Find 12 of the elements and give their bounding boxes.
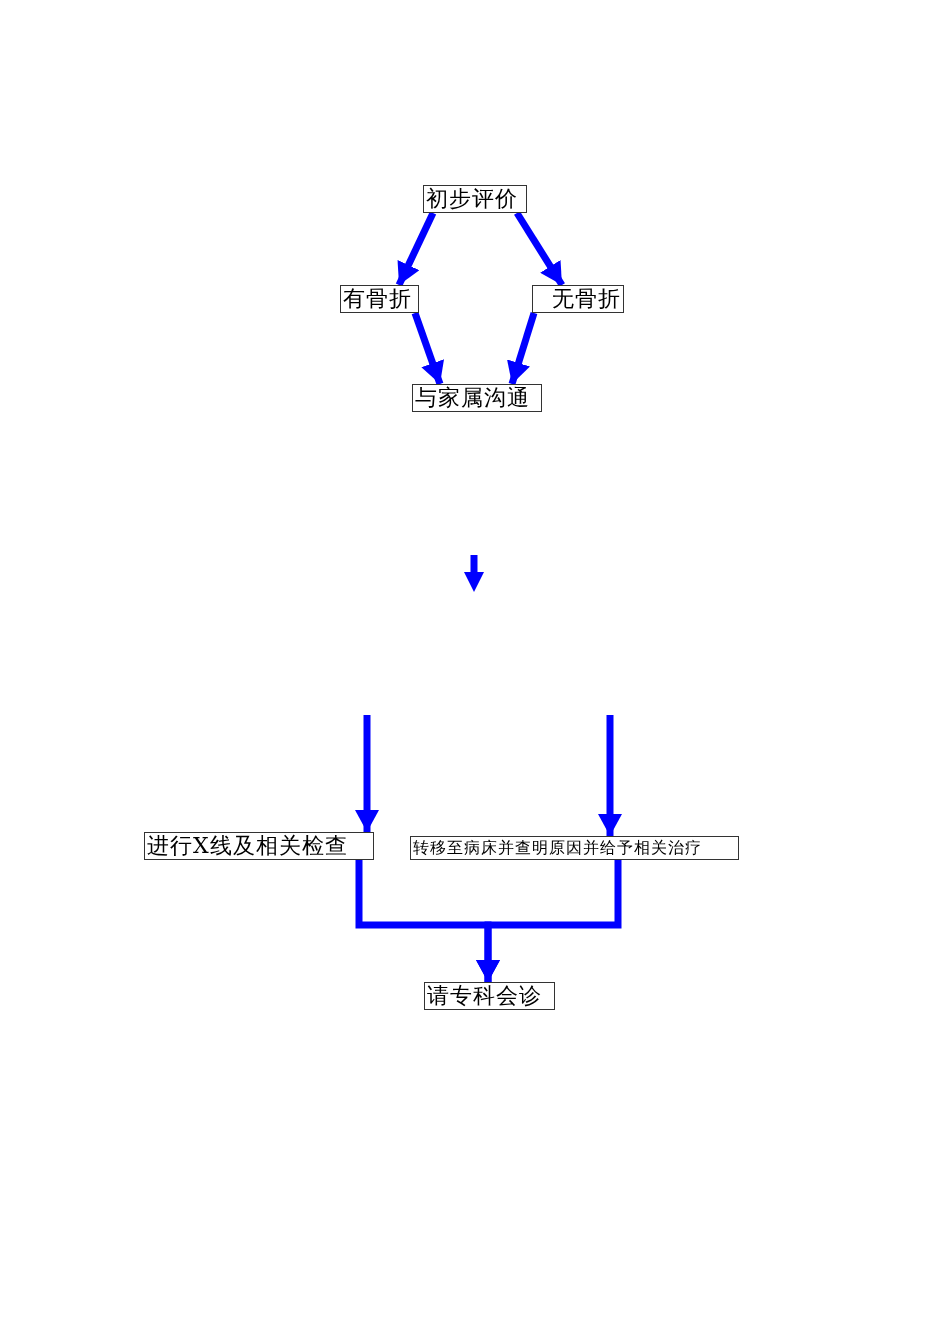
arrow <box>411 311 444 386</box>
process-box: 初步评价 <box>423 185 527 213</box>
process-box: 有骨折 <box>340 285 419 313</box>
arrow <box>507 311 538 386</box>
process-box: 进行X线及相关检查 <box>144 832 374 860</box>
process-box: 无骨折 <box>532 285 624 313</box>
process-box: 与家属沟通 <box>412 384 542 412</box>
process-box: 转移至病床并查明原因并给予相关治疗 <box>410 836 739 860</box>
process-box: 请专科会诊 <box>424 982 555 1010</box>
arrow <box>395 211 437 287</box>
arrow <box>476 860 622 982</box>
arrow <box>514 211 565 287</box>
